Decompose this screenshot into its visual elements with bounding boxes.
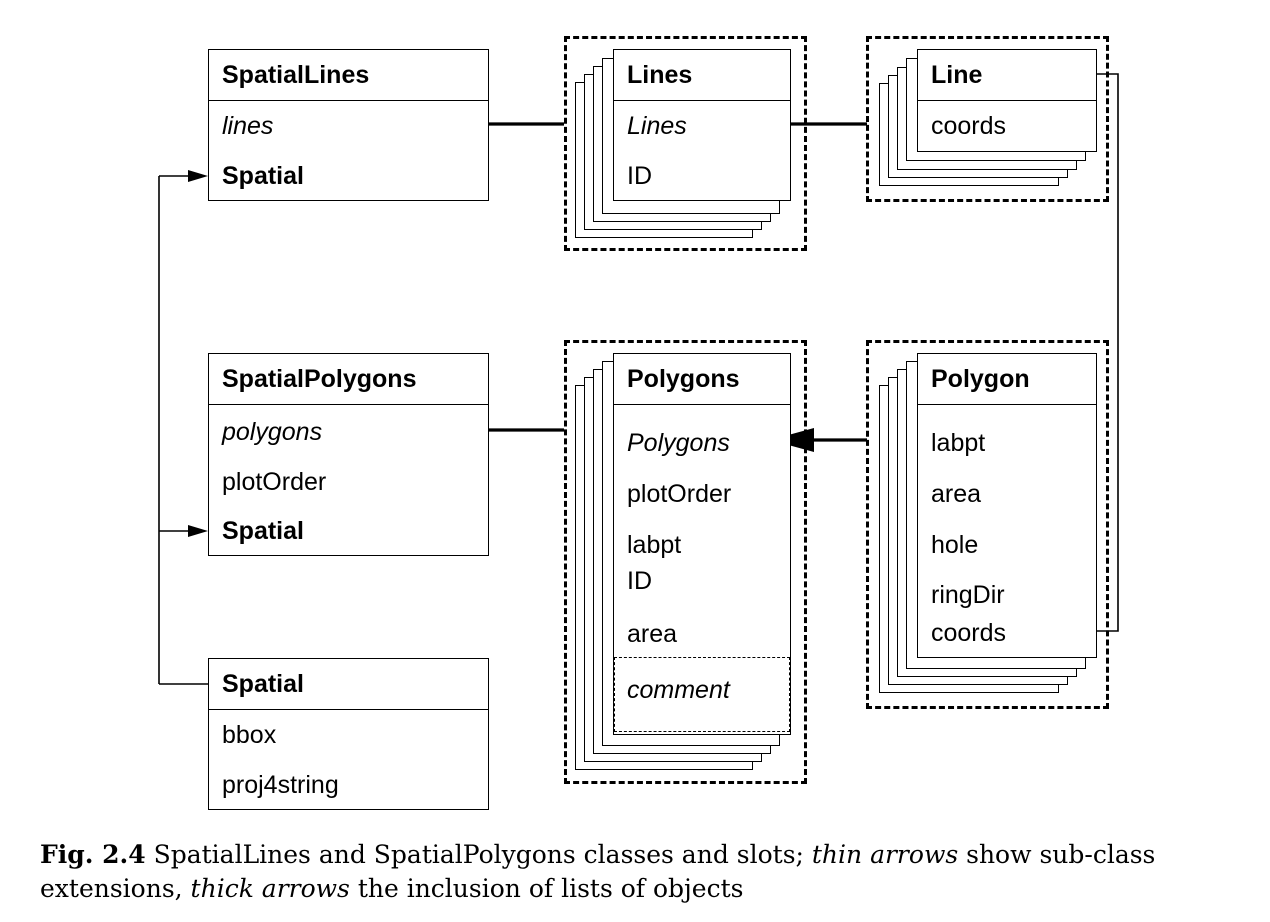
caption-label: Fig. 2.4 (40, 840, 146, 869)
class-name-spatial: Spatial (209, 659, 488, 710)
class-box-lines: Lines Lines ID (613, 49, 791, 201)
thin-arrowhead-spatiallines (188, 170, 208, 182)
class-box-line: Line coords (917, 49, 1097, 152)
slot-ringdir: ringDir (931, 581, 1005, 609)
slot-polygons-list: Polygons (627, 429, 730, 457)
slot-labpt: labpt (931, 429, 986, 457)
caption-text-3: the inclusion of lists of objects (349, 874, 744, 903)
slot-area: area (931, 480, 982, 508)
class-name-spatiallines: SpatialLines (209, 50, 488, 101)
class-box-spatiallines: SpatialLines lines Spatial (208, 49, 489, 201)
list-group-line (866, 36, 1109, 202)
slot-id: ID (627, 162, 652, 190)
slot-plotorder: plotOrder (627, 480, 732, 508)
caption-em-thin-arrows: thin arrows (811, 840, 959, 869)
slot-lines: lines (222, 112, 274, 140)
figure-caption: Fig. 2.4 SpatialLines and SpatialPolygon… (40, 838, 1240, 906)
class-name-line: Line (918, 50, 1096, 101)
class-box-spatialpolygons: SpatialPolygons polygons plotOrder Spati… (208, 353, 489, 556)
slot-lines-list: Lines (627, 112, 687, 140)
slot-comment: comment (627, 676, 730, 704)
slot-id: ID (627, 567, 652, 595)
comment-slot-box (614, 657, 790, 732)
caption-em-thick-arrows: thick arrows (190, 874, 350, 903)
slot-coords: coords (931, 112, 1007, 140)
class-name-spatialpolygons: SpatialPolygons (209, 354, 488, 405)
slot-labpt: labpt (627, 531, 682, 559)
class-box-polygon: Polygon labpt area hole ringDir coords (917, 353, 1097, 658)
class-box-spatial: Spatial bbox proj4string (208, 658, 489, 810)
class-name-lines: Lines (614, 50, 790, 101)
thick-arrowhead-polygons-polygons (770, 428, 814, 452)
slot-area: area (627, 620, 678, 648)
slot-polygons: polygons (222, 418, 323, 446)
thin-arrowhead-spatialpolygons (188, 525, 208, 537)
slot-hole: hole (931, 531, 979, 559)
slot-spatial: Spatial (222, 162, 304, 190)
caption-text-1: SpatialLines and SpatialPolygons classes… (145, 840, 812, 869)
slot-bbox: bbox (222, 721, 277, 749)
slot-coords: coords (931, 619, 1007, 647)
list-group-polygon (866, 340, 1109, 709)
class-name-polygon: Polygon (918, 354, 1096, 405)
list-group-lines (564, 36, 807, 251)
class-name-polygons: Polygons (614, 354, 790, 405)
slot-proj4string: proj4string (222, 771, 339, 799)
caption-text-2: show sub-class extensions, (40, 840, 1156, 903)
list-group-polygons (564, 340, 807, 784)
class-box-polygons: Polygons Polygons plotOrder labpt ID are… (613, 353, 791, 735)
slot-spatial: Spatial (222, 517, 304, 545)
slot-plotorder: plotOrder (222, 468, 327, 496)
